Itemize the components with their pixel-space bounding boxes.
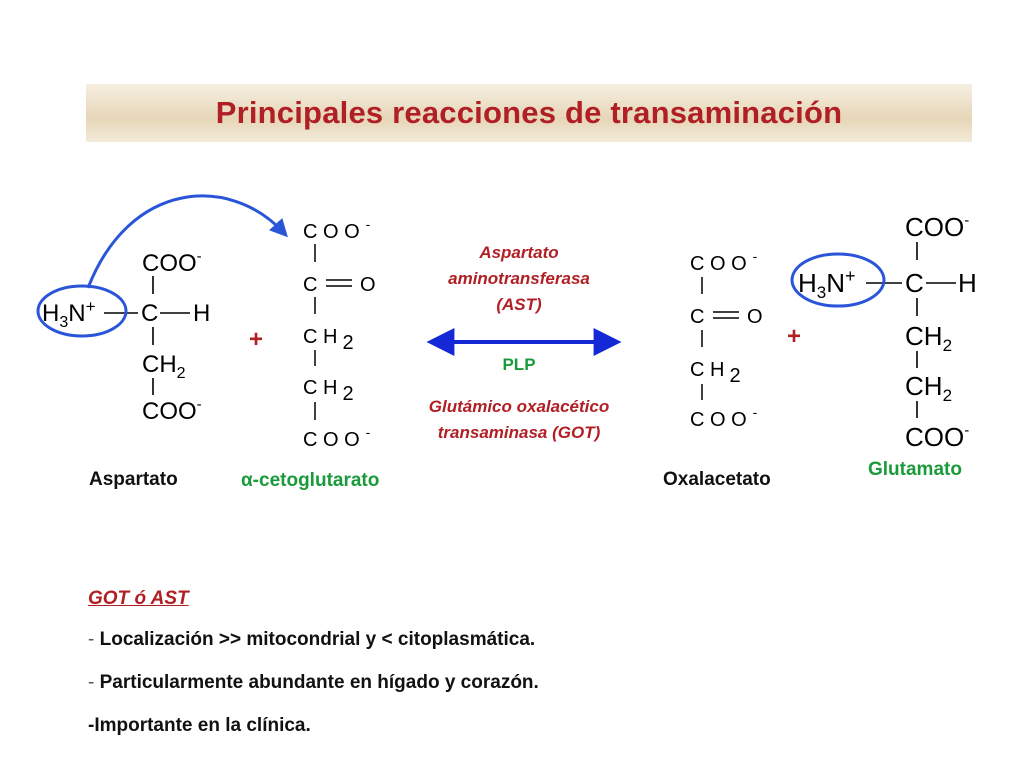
cetoglutarato-o: O — [360, 274, 376, 296]
enzyme-line-3: (AST) — [496, 295, 542, 314]
aspartato-ch2: CH2 — [142, 351, 186, 382]
cetoglutarato-coo-bottom: C O O- — [303, 424, 371, 451]
glutamato-ch2-a: CH2 — [905, 321, 952, 355]
page-title: Principales reacciones de transaminación — [215, 95, 843, 130]
title-banner: Principales reacciones de transaminación — [86, 84, 972, 142]
cetoglutarato-coo-top: C O O- — [303, 216, 371, 243]
label-oxalacetato: Oxalacetato — [663, 469, 771, 490]
glutamato-ch2-b: CH2 — [905, 371, 952, 405]
enzyme-line-2: aminotransferasa — [448, 269, 590, 288]
amino-group-circle-right — [790, 252, 886, 308]
aspartato-c: C — [141, 300, 158, 327]
label-aspartato: Aspartato — [89, 469, 178, 490]
aspartato-h3n: H3N+ — [42, 297, 96, 331]
glutamato-structure: COO- H3N+ C H CH2 CH2 COO- — [798, 212, 977, 452]
aspartato-coo-bottom: COO- — [142, 396, 202, 425]
glutamato-coo-bottom: COO- — [905, 422, 969, 452]
notes-section: GOT ó AST - Localización >> mitocondrial… — [88, 588, 888, 747]
amino-transfer-curved-arrow — [86, 194, 288, 289]
plus-sign-left: + — [249, 326, 264, 353]
notes-heading: GOT ó AST — [88, 588, 189, 609]
oxalacetato-o: O — [747, 306, 763, 328]
enzyme-name-got: Glutámico oxalacético transaminasa (GOT) — [396, 394, 642, 446]
enzyme-line-1: Aspartato — [479, 243, 559, 262]
note-item-3: -Importante en la clínica. — [88, 715, 311, 736]
plus-sign-right: + — [787, 323, 802, 350]
oxalacetato-coo-top: C O O- — [690, 248, 758, 275]
aspartato-structure: COO- H3N+ C H CH2 COO- — [42, 248, 210, 425]
glutamato-h: H — [958, 268, 977, 298]
oxalacetato-c-keto: C — [690, 306, 704, 328]
label-cetoglutarato: α-cetoglutarato — [241, 470, 380, 491]
aspartato-coo-top: COO- — [142, 248, 202, 277]
enzyme-line-5: transaminasa (GOT) — [437, 423, 601, 442]
note-item-2: - Particularmente abundante en hígado y … — [88, 672, 539, 693]
amino-group-circle-left — [36, 284, 128, 338]
glutamato-coo-top: COO- — [905, 212, 969, 242]
oxalacetato-coo-bottom: C O O- — [690, 404, 758, 431]
aspartato-h: H — [193, 300, 210, 327]
cofactor-label: PLP — [502, 355, 536, 374]
glutamato-c: C — [905, 268, 924, 298]
note-item-1: - Localización >> mitocondrial y < citop… — [88, 629, 536, 650]
glutamato-h3n: H3N+ — [798, 266, 856, 302]
cetoglutarato-c-keto: C — [303, 274, 317, 296]
enzyme-line-4: Glutámico oxalacético — [428, 397, 610, 416]
label-glutamato: Glutamato — [868, 459, 962, 480]
enzyme-name-ast: Aspartato aminotransferasa (AST) — [396, 240, 642, 318]
